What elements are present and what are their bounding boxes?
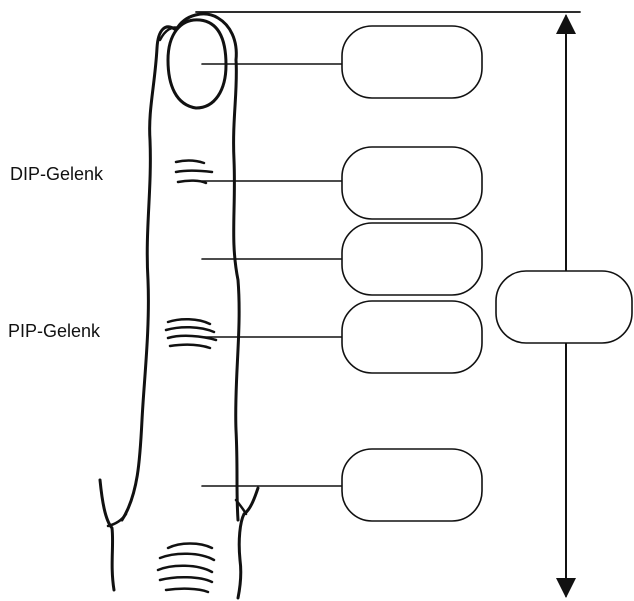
- answer-box-pip-joint[interactable]: [341, 300, 483, 374]
- pip-joint-label: PIP-Gelenk: [8, 321, 101, 341]
- arrowhead-up: [556, 14, 576, 34]
- pip-crease: [166, 318, 212, 326]
- palm-right-line: [236, 486, 260, 600]
- fingernail: [166, 18, 228, 110]
- finger-outline-left: [120, 25, 178, 522]
- pip-crease-line-3: [166, 334, 218, 342]
- finger-outline-right: [232, 58, 241, 522]
- mcp-crease: [166, 542, 214, 550]
- mcp-crease-line-2: [158, 552, 216, 562]
- palm-right-edge: [234, 498, 248, 516]
- palm-left-edge: [106, 512, 128, 528]
- palm-left-line: [98, 478, 116, 592]
- dip-crease-line-2: [174, 169, 214, 174]
- dip-joint-label: DIP-Gelenk: [10, 164, 104, 184]
- pip-crease-line-2: [164, 326, 216, 334]
- answer-box-nail[interactable]: [341, 25, 483, 99]
- answer-box-proximal-phalanx[interactable]: [341, 448, 483, 522]
- pip-crease-line-4: [168, 343, 212, 350]
- mcp-crease-line-3: [156, 564, 214, 574]
- answer-box-middle-phalanx[interactable]: [341, 222, 483, 296]
- finger-outline-top: [174, 12, 238, 62]
- answer-box-distal-phalanx[interactable]: [341, 146, 483, 220]
- dip-crease-line-3: [176, 179, 208, 185]
- dip-crease: [174, 159, 206, 165]
- arrowhead-down: [556, 578, 576, 598]
- mcp-crease-line-5: [164, 587, 210, 594]
- mcp-crease-line-4: [158, 576, 214, 584]
- answer-box-finger-length[interactable]: [495, 270, 633, 344]
